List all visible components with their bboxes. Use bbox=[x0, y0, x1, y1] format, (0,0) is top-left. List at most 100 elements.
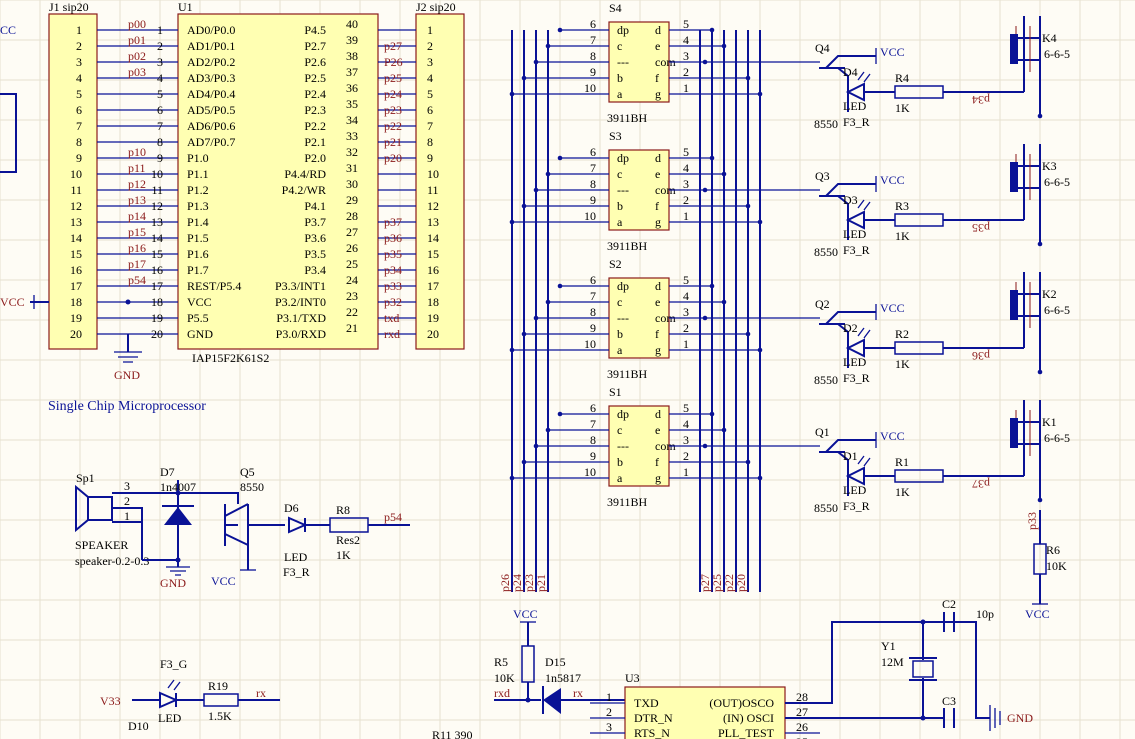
segment-pin-number: 5 bbox=[683, 273, 689, 287]
v33-label: V33 bbox=[100, 694, 121, 708]
segment-pin-name: --- bbox=[617, 55, 629, 69]
segment-pin-name: e bbox=[655, 167, 660, 181]
switch-contacts bbox=[1018, 37, 1040, 61]
r19-body[interactable] bbox=[203, 693, 239, 707]
right-net-label: p20 bbox=[384, 151, 402, 165]
bus-junction bbox=[533, 315, 539, 321]
switch-ref: K1 bbox=[1042, 415, 1057, 429]
d15-diode-icon[interactable] bbox=[543, 688, 561, 714]
r6-resistor[interactable]: R6 10K VCC p33 bbox=[1025, 510, 1067, 621]
junction-d7-gnd bbox=[175, 557, 181, 563]
segment-pin-number: 8 bbox=[590, 433, 596, 447]
segment-pin-number: 5 bbox=[683, 145, 689, 159]
r5-body[interactable] bbox=[521, 645, 535, 683]
segment-pin-number: 5 bbox=[683, 17, 689, 31]
u1-right-pin-name: P4.5 bbox=[304, 23, 326, 37]
d10-package: F3_G bbox=[160, 657, 188, 671]
switch-type: 6-6-5 bbox=[1044, 47, 1070, 61]
j1-header-body[interactable] bbox=[48, 13, 98, 350]
junction-r5 bbox=[525, 697, 531, 703]
u1-right-pin-number: 22 bbox=[346, 305, 358, 319]
u1-right-pin-name: P2.4 bbox=[304, 87, 326, 101]
led-icon[interactable] bbox=[845, 338, 865, 358]
led-label: LED bbox=[843, 483, 867, 497]
switch-ref: K4 bbox=[1042, 31, 1057, 45]
speaker-icon[interactable] bbox=[75, 484, 89, 533]
u1-right-pin-name: P4.2/WR bbox=[282, 183, 326, 197]
seven-segment-display[interactable] bbox=[608, 277, 670, 359]
bus-junction bbox=[745, 75, 751, 81]
j1-pin-number: 5 bbox=[76, 87, 82, 101]
seven-segment-display[interactable] bbox=[608, 149, 670, 231]
bus-junction bbox=[521, 459, 527, 465]
c3-capacitor-icon[interactable] bbox=[943, 708, 955, 728]
j2-pin-number: 20 bbox=[427, 327, 439, 341]
segment-pin-name: a bbox=[617, 87, 623, 101]
segment-pin-name: a bbox=[617, 215, 623, 229]
switch-icon[interactable] bbox=[1010, 162, 1018, 192]
button-net-label: p37 bbox=[972, 477, 990, 491]
led-icon[interactable] bbox=[845, 466, 865, 486]
bus-net-label: p20 bbox=[734, 574, 748, 592]
bus-net-label: p21 bbox=[534, 574, 548, 592]
right-net-label: txd bbox=[384, 311, 399, 325]
switch-contacts bbox=[1018, 421, 1040, 445]
c2-capacitor-icon[interactable] bbox=[943, 612, 955, 632]
segment-pin-number: 8 bbox=[590, 177, 596, 191]
switch-icon[interactable] bbox=[1010, 290, 1018, 320]
com-junction bbox=[702, 443, 708, 449]
transistor-part: 8550 bbox=[814, 501, 838, 515]
u1-left-pin-name: P1.2 bbox=[187, 183, 209, 197]
switch-icon[interactable] bbox=[1010, 418, 1018, 448]
j2-pin-number: 2 bbox=[427, 39, 433, 53]
segment-pin-name: f bbox=[655, 71, 659, 85]
display-ref: S3 bbox=[609, 129, 622, 143]
led-icon[interactable] bbox=[845, 82, 865, 102]
speaker-section: Sp1 3 2 1 SPEAKER speaker-0.2-0.3 D7 1n4… bbox=[75, 465, 410, 590]
switch-junction bbox=[1037, 497, 1043, 503]
resistor-body[interactable] bbox=[894, 341, 944, 355]
left-net-label: p00 bbox=[128, 17, 146, 31]
led-light-arrows bbox=[857, 455, 871, 467]
j2-pin-number: 9 bbox=[427, 151, 433, 165]
q5-transistor-icon[interactable] bbox=[224, 503, 249, 546]
switch-ref: K2 bbox=[1042, 287, 1057, 301]
d6-led-icon[interactable] bbox=[288, 516, 308, 534]
r6-value: 10K bbox=[1046, 559, 1067, 573]
segment-pin-name: d bbox=[655, 151, 661, 165]
title-text: Single Chip Microprocessor bbox=[48, 399, 206, 414]
resistor-body[interactable] bbox=[894, 213, 944, 227]
u1-right-pin-name: P3.3/INT1 bbox=[275, 279, 326, 293]
bus-junction bbox=[757, 475, 763, 481]
resistor-ref: R3 bbox=[895, 199, 909, 213]
u3-right-pin-number: 26 bbox=[796, 720, 808, 734]
switch-icon[interactable] bbox=[1010, 34, 1018, 64]
d7-ref: D7 bbox=[160, 465, 175, 479]
seven-segment-display[interactable] bbox=[608, 405, 670, 487]
j2-pin-number: 5 bbox=[427, 87, 433, 101]
u3-chip-body[interactable] bbox=[624, 686, 786, 739]
y1-crystal-icon[interactable] bbox=[912, 660, 934, 678]
com-junction bbox=[702, 315, 708, 321]
d10-led-icon[interactable] bbox=[159, 691, 179, 709]
u3-left-pin-name: TXD bbox=[634, 696, 659, 710]
u1-chip-body[interactable] bbox=[177, 13, 379, 350]
j2-pin-number: 6 bbox=[427, 103, 433, 117]
seven-segment-display[interactable] bbox=[608, 21, 670, 103]
d10-ref: D10 bbox=[128, 719, 149, 733]
j2-header-body[interactable] bbox=[415, 13, 465, 350]
left-net-label: p01 bbox=[128, 33, 146, 47]
segment-pin-name: f bbox=[655, 199, 659, 213]
bus-junction bbox=[509, 219, 515, 225]
resistor-body[interactable] bbox=[894, 85, 944, 99]
switch-junction bbox=[1037, 113, 1043, 119]
display-part: 3911BH bbox=[607, 111, 648, 125]
switch-outline bbox=[1015, 154, 1031, 200]
d7-diode-icon[interactable] bbox=[164, 507, 192, 525]
led-icon[interactable] bbox=[845, 210, 865, 230]
segment-pin-number: 6 bbox=[590, 145, 596, 159]
segment-pin-number: 3 bbox=[683, 305, 689, 319]
u1-left-pin-number: 12 bbox=[151, 199, 163, 213]
